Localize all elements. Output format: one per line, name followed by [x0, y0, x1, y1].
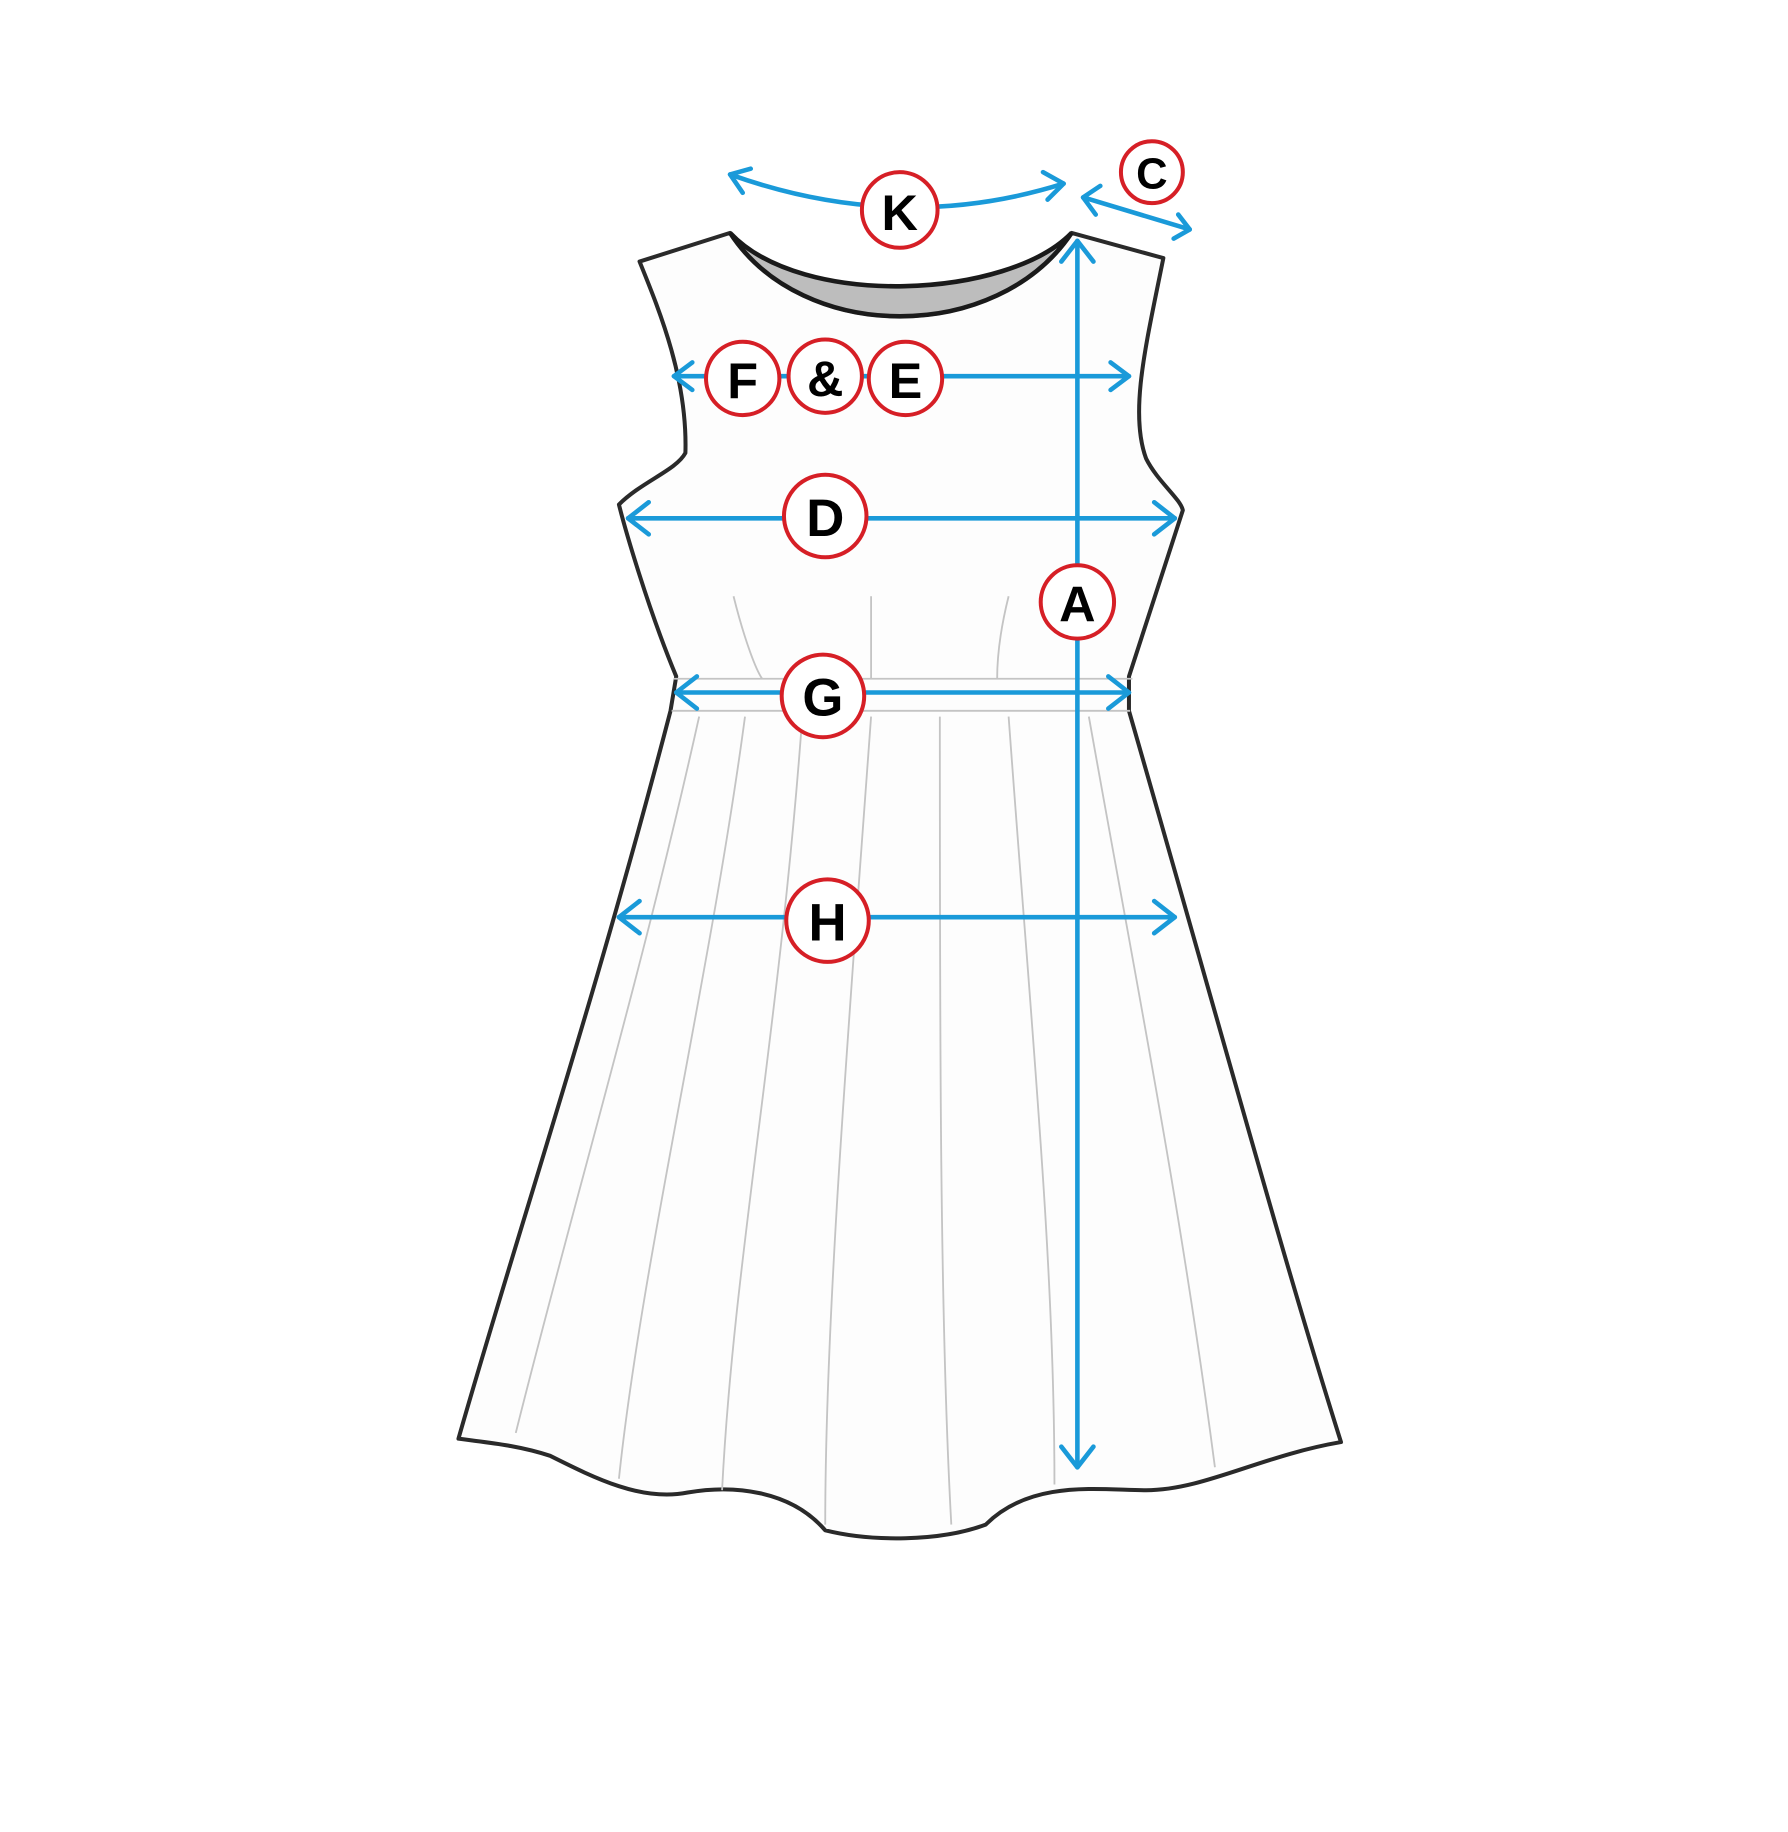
- badge-e: E: [866, 339, 945, 418]
- arrow-h-hip: [616, 898, 1178, 936]
- badge-h-label: H: [808, 893, 846, 952]
- arrow-a-length: [1059, 238, 1096, 1470]
- badge-d: D: [781, 472, 869, 560]
- arrow-d-bust: [625, 499, 1178, 537]
- badge-g-label: G: [802, 669, 843, 728]
- skirt-folds: [514, 596, 1216, 1525]
- badge-f-label: F: [727, 352, 758, 409]
- badge-ampersand: &: [786, 337, 864, 415]
- arrow-c-shoulder: [1080, 183, 1192, 241]
- waistband: [671, 677, 1133, 712]
- badge-ampersand-label: &: [807, 350, 843, 407]
- dress-drawing: [456, 230, 1344, 1541]
- arrow-g-waist: [673, 674, 1132, 711]
- measurement-arrows: [616, 166, 1192, 1470]
- measurement-badges: K C F & E D A G H: [704, 139, 1185, 964]
- badge-k: K: [859, 170, 940, 250]
- badge-g: G: [779, 652, 867, 740]
- badge-d-label: D: [806, 489, 844, 548]
- badge-a: A: [1038, 563, 1117, 641]
- badge-h: H: [784, 877, 871, 964]
- dress-outline: [456, 230, 1344, 1541]
- badge-e-label: E: [889, 352, 923, 409]
- badge-a-label: A: [1059, 576, 1095, 633]
- neckline-band: [728, 231, 1074, 319]
- badge-c-label: C: [1136, 150, 1167, 198]
- badge-k-label: K: [882, 184, 918, 241]
- badge-c: C: [1118, 139, 1185, 206]
- badge-f: F: [704, 339, 782, 418]
